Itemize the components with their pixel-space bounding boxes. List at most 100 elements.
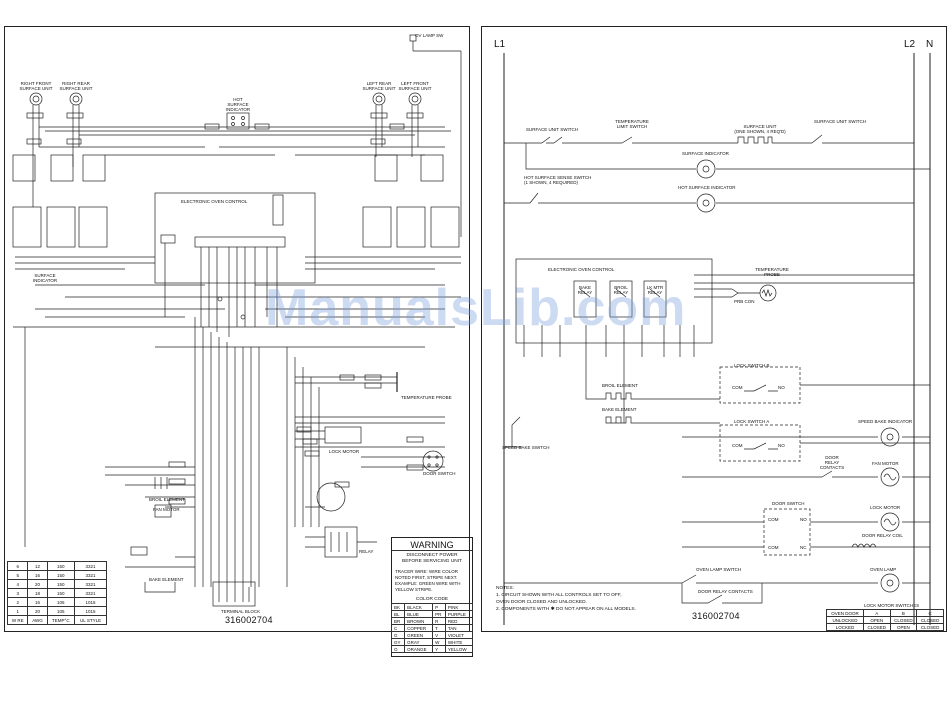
surface-indicator-label: SURFACE INDICATOR — [682, 151, 729, 156]
schematic-oven-control-box — [515, 258, 713, 344]
watermark: ManualsLib.com — [265, 279, 687, 337]
spec-cell: 1 — [6, 606, 29, 616]
color-code-cell: BLACK — [404, 603, 434, 611]
temperature-probe-label: TEMPERATURE PROBE — [401, 395, 452, 400]
color-code-cell: COPPER — [404, 624, 434, 632]
spec-header-cell: W RE — [6, 615, 29, 625]
warning-line: BEFORE SERVICING UNIT — [402, 559, 462, 564]
lock-cell: CLOSED — [916, 616, 944, 624]
note-line: NOTES: — [496, 586, 514, 591]
spec-cell: 1015 — [74, 597, 107, 607]
spec-cell: 4 — [6, 579, 29, 589]
lock-table-title: LOCK MOTOR SWITCHES — [864, 603, 920, 608]
spec-cell: 5 — [6, 570, 29, 580]
color-code-cell: YELLOW — [444, 645, 474, 653]
lock-motor-relay-label: LK MTR RELAY — [646, 285, 664, 295]
lock-cell: UNLOCKED — [826, 616, 864, 624]
spec-cell: 150 — [46, 570, 76, 580]
temperature-limit-switch-label: TEMPERATURE LIMIT SWITCH — [615, 119, 649, 129]
lock-motor-label: LOCK MOTOR — [329, 449, 360, 454]
spec-header-cell: AWG — [27, 615, 48, 625]
schematic-broil-element-label: BROIL ELEMENT — [602, 383, 638, 388]
spec-cell: 150 — [46, 561, 76, 571]
hot-surface-sense-switch-label: HOT SURFACE SENSE SWITCH (1 SHOWN, 4 REQ… — [524, 175, 592, 185]
lock-switch-b-label: LOCK SWITCH B — [734, 363, 770, 368]
color-code-cell: G — [390, 631, 406, 639]
rail-l1: L1 — [494, 39, 506, 50]
rail-l2: L2 — [904, 39, 916, 50]
color-code-cell: BK — [390, 603, 406, 611]
note-line: 1. CIRCUIT SHOWN WITH ALL CONTROLS SET T… — [496, 593, 622, 598]
color-code-cell: RED — [444, 617, 474, 625]
speed-bake-indicator-label: SPEED BAKE INDICATOR — [858, 419, 913, 424]
color-code-cell: VIOLET — [444, 631, 474, 639]
lock-cell: LOCKED — [826, 623, 864, 631]
spec-cell: 105 — [46, 606, 76, 616]
hot-surface-indicator-label: HOT SURFACE INDICATOR — [225, 97, 251, 112]
door-relay-contacts-2-label: DOOR RELAY CONTACTS — [698, 589, 753, 594]
color-code-cell: BLUE — [404, 610, 434, 618]
spec-cell: 16 — [27, 570, 48, 580]
lock-cell: CLOSED — [889, 616, 918, 624]
schematic-lock-motor-label: LOCK MOTOR — [870, 505, 901, 510]
surface-unit-switch-label: SURFACE UNIT SWITCH — [526, 127, 578, 132]
rail-n: N — [926, 39, 934, 50]
wiring-diagram-drawing — [12, 34, 462, 607]
tracer-line: NOTED FIRST, STRIPE NEXT. — [395, 575, 458, 580]
color-code-cell: BL — [390, 610, 406, 618]
lock-cell: OPEN — [889, 623, 918, 631]
color-code-cell: O — [390, 645, 406, 653]
schematic-door-switch-label: DOOR SWITCH — [772, 501, 805, 506]
spec-cell: 6 — [6, 561, 29, 571]
spec-cell: 12 — [27, 561, 48, 571]
com-label-b: COM — [732, 385, 743, 390]
warning-title: WARNING — [392, 540, 472, 551]
spec-cell: 150 — [46, 579, 76, 589]
color-code-cell: T — [432, 624, 446, 632]
left-doc-number: 316002704 — [225, 615, 273, 625]
lock-cell: CLOSED — [916, 623, 944, 631]
spec-cell: 18 — [27, 588, 48, 598]
electronic-oven-control-label: ELECTRONIC OVEN CONTROL — [181, 199, 248, 204]
door-switch-nc-label: NC — [800, 545, 807, 550]
spec-cell: 20 — [27, 606, 48, 616]
spec-cell: 16 — [27, 597, 48, 607]
bake-relay-label: BAKE RELAY — [577, 285, 593, 295]
no-label-a: NO — [778, 443, 785, 448]
lock-cell: OPEN — [862, 616, 891, 624]
warning-box: WARNING DISCONNECT POWER BEFORE SERVICIN… — [391, 537, 473, 657]
com-label-a: COM — [732, 443, 743, 448]
color-code-cell: R — [432, 617, 446, 625]
door-relay-contacts-label: DOOR RELAY CONTACTS — [819, 455, 845, 470]
probe-connector-label: PRB CON — [734, 299, 755, 304]
schematic-temperature-probe-label: TEMPERATURE PROBE — [755, 267, 789, 277]
schematic-oven-control-label: ELECTRONIC OVEN CONTROL — [548, 267, 615, 272]
color-code-cell: C — [390, 624, 406, 632]
tracer-line: EXAMPLE: GREEN WIRE WITH — [395, 581, 461, 586]
left-front-unit-label: LEFT FRONT SURFACE UNIT — [398, 81, 432, 91]
speed-bake-switch-label: SPEED BAKE SWITCH — [502, 445, 550, 450]
color-code-cell: W — [432, 638, 446, 646]
warning-text: DISCONNECT POWER BEFORE SERVICING UNIT — [392, 553, 472, 565]
tracer-note: TRACER WIRE: WIRE COLOR NOTED FIRST, STR… — [395, 569, 469, 593]
spec-cell: 150 — [46, 588, 76, 598]
lock-switch-a-label: LOCK SWITCH A — [734, 419, 770, 424]
no-label-b: NO — [778, 385, 785, 390]
color-code-cell: GREEN — [404, 631, 434, 639]
color-code-cell: TAN — [444, 624, 474, 632]
surface-unit-switch-2-label: SURFACE UNIT SWITCH — [814, 119, 866, 124]
color-code-cell: P — [432, 603, 446, 611]
